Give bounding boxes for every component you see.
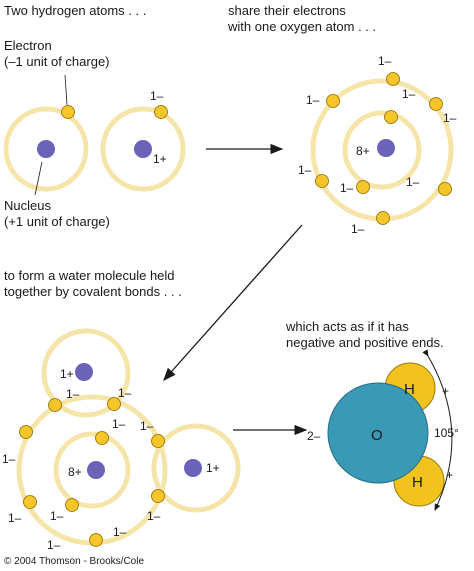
electron-charge: 1– xyxy=(118,386,132,400)
electron xyxy=(19,425,33,439)
electron xyxy=(356,180,370,194)
partial-negative-charge: 2– xyxy=(307,429,321,443)
inner-orbit-ring xyxy=(342,110,422,190)
electron xyxy=(65,498,79,512)
electron-charge: 1– xyxy=(340,181,354,195)
electron xyxy=(151,434,165,448)
electron xyxy=(315,174,329,188)
nucleus xyxy=(37,140,55,158)
caption-step2-line1: share their electrons xyxy=(228,3,346,18)
electron-charge: 1– xyxy=(113,525,127,539)
electron-charge: 1– xyxy=(306,93,320,107)
arrow-step2-to-step3 xyxy=(163,224,303,381)
hydrogen-bottom-symbol: H xyxy=(412,474,423,491)
hydrogen-right-nucleus xyxy=(184,459,202,477)
electron xyxy=(95,431,109,445)
oxygen-charge: 8+ xyxy=(68,465,82,479)
electron xyxy=(386,72,400,86)
hydrogen-atom-left xyxy=(3,105,89,192)
oxygen-inner-orbit-ring xyxy=(53,431,131,509)
electron xyxy=(154,105,168,119)
electron xyxy=(429,97,443,111)
electron-charge: 1– xyxy=(2,452,16,466)
caption-step1: Two hydrogen atoms . . . xyxy=(4,3,147,18)
electron-label: Electron xyxy=(4,38,52,53)
hydrogen-right-orbit-ring xyxy=(151,423,241,513)
oxygen-atom: 8+ 1– 1– 1– 1– 1– 1– 1– 1– xyxy=(298,54,457,236)
electron-charge: 1– xyxy=(402,87,416,101)
partial-positive-top: + xyxy=(442,384,449,398)
nucleus-label: Nucleus xyxy=(4,198,51,213)
electron-charge: 1– xyxy=(140,419,154,433)
electron xyxy=(23,495,37,509)
electron-charge: 1– xyxy=(147,509,161,523)
hydrogen-top-orbit-ring xyxy=(41,328,131,418)
electron xyxy=(89,533,103,547)
electron xyxy=(107,397,121,411)
electron xyxy=(326,94,340,108)
oxygen-nucleus-charge: 8+ xyxy=(356,144,370,158)
caption-step2-line2: with one oxygen atom . . . xyxy=(228,19,377,34)
electron xyxy=(384,110,398,124)
hydrogen-atom-right: 1– 1+ xyxy=(100,89,186,192)
water-molecule-bonds: 1+ 8+ 1+ 1– 1– 1– 1– 1– 1– 1– 1– 1– 1– xyxy=(2,328,241,552)
caption-step3-line1: to form a water molecule held xyxy=(4,268,175,283)
electron-charge: 1– xyxy=(47,538,61,552)
electron xyxy=(438,182,452,196)
electron-charge: 1– xyxy=(66,387,80,401)
electron-pointer-line xyxy=(64,74,68,106)
electron-charge: 1– xyxy=(150,89,164,103)
polar-water-molecule: O H H 2– + + 105° xyxy=(307,349,459,511)
electron-charge-label: (–1 unit of charge) xyxy=(4,54,110,69)
electron-charge: 1– xyxy=(443,111,457,125)
oxygen-nucleus xyxy=(87,461,105,479)
hydrogen-right-charge: 1+ xyxy=(206,461,220,475)
electron-charge: 1– xyxy=(351,222,365,236)
electron-charge: 1– xyxy=(298,163,312,177)
electron-charge: 1– xyxy=(112,417,126,431)
electron-charge: 1– xyxy=(406,175,420,189)
electron-charge: 1– xyxy=(50,509,64,523)
hydrogen-top-nucleus xyxy=(75,363,93,381)
electron-charge: 1– xyxy=(8,511,22,525)
orbit-ring xyxy=(3,106,89,192)
nucleus-pointer-line xyxy=(34,161,43,196)
caption-step3-line2: together by covalent bonds . . . xyxy=(4,284,182,299)
electron xyxy=(376,211,390,225)
electron xyxy=(61,105,75,119)
nucleus xyxy=(134,140,152,158)
nucleus-charge: 1+ xyxy=(153,152,167,166)
electron-charge: 1– xyxy=(378,54,392,68)
nucleus xyxy=(377,139,395,157)
bond-angle-arc xyxy=(422,349,453,511)
orbit-ring xyxy=(100,106,186,192)
electron xyxy=(151,489,165,503)
caption-step4-line1: which acts as if it has xyxy=(286,319,409,334)
hydrogen-top-symbol: H xyxy=(404,381,415,398)
oxygen-symbol: O xyxy=(371,427,383,444)
partial-positive-bottom: + xyxy=(446,468,453,482)
electron xyxy=(48,398,62,412)
caption-step4-line2: negative and positive ends. xyxy=(286,335,444,350)
hydrogen-top-charge: 1+ xyxy=(60,367,74,381)
nucleus-charge-label: (+1 unit of charge) xyxy=(4,214,110,229)
copyright-notice: © 2004 Thomson - Brooks/Cole xyxy=(4,556,145,567)
bond-angle-label: 105° xyxy=(434,426,459,440)
